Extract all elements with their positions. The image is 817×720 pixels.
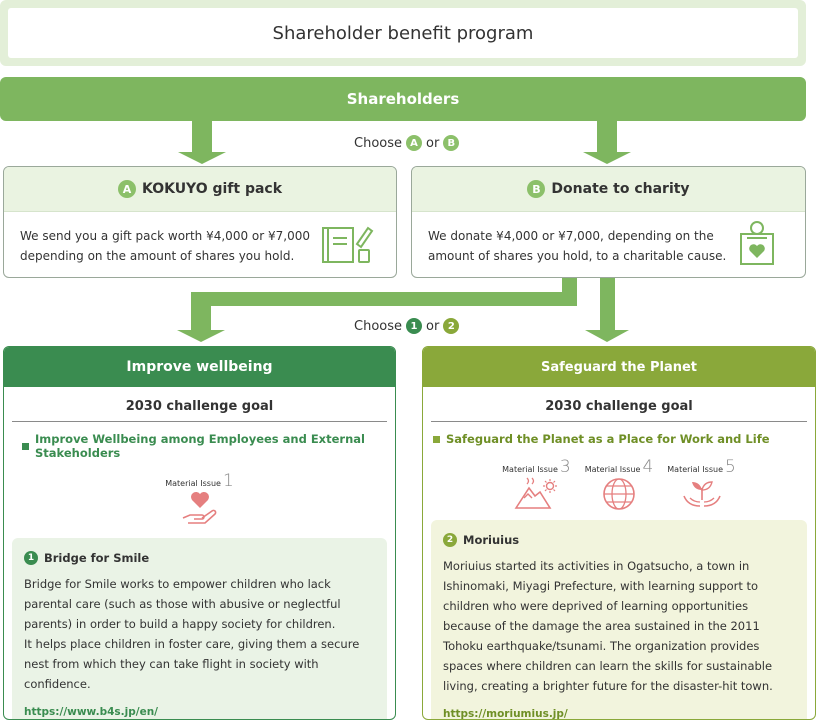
option-b-header: B Donate to charity — [412, 167, 805, 212]
wellbeing-issues: Material Issue 1 — [4, 471, 395, 528]
planet-panel: Safeguard the Planet 2030 challenge goal… — [422, 346, 816, 720]
bridge-for-smile-link[interactable]: https://www.b4s.jp/en/ — [24, 706, 159, 718]
choose-a-or-b: Choose A or B — [354, 135, 460, 151]
planet-header: Safeguard the Planet — [423, 347, 815, 387]
org-badge-2: 2 — [443, 533, 457, 547]
or-label-2: or — [426, 318, 440, 334]
option-a-text: We send you a gift pack worth ¥4,000 or … — [20, 229, 310, 263]
or-label: or — [426, 135, 440, 151]
option-b-box: B Donate to charity We donate ¥4,000 or … — [411, 166, 806, 278]
badge-1: 1 — [406, 318, 422, 334]
arrow-to-wellbeing — [177, 278, 577, 342]
choose-label-2: Choose — [354, 318, 402, 334]
arrows-to-options — [178, 120, 631, 164]
badge-b: B — [443, 135, 460, 151]
material-issue-1: Material Issue 1 — [165, 471, 234, 528]
option-a-badge: A — [117, 180, 136, 198]
material-issue-5: Material Issue 5 — [667, 457, 736, 512]
arrow-to-b — [583, 120, 631, 164]
moriuius-card: 2 Moriuius Moriuius started its activiti… — [431, 520, 807, 720]
material-issue-number: 4 — [642, 457, 654, 477]
org-description-2: It helps place children in foster care, … — [24, 637, 360, 691]
arrow-to-a — [178, 120, 226, 164]
org-name-bridge-for-smile: Bridge for Smile — [44, 551, 150, 565]
badge-2: 2 — [443, 318, 460, 334]
choose-1-or-2: Choose 1 or 2 — [354, 318, 460, 334]
sprout-hands-icon — [682, 481, 721, 507]
shareholders-bar: Shareholders — [0, 77, 806, 121]
option-b-badge: B — [527, 180, 546, 198]
wellbeing-header: Improve wellbeing — [4, 347, 395, 387]
material-issue-number: 1 — [222, 471, 234, 491]
org-description: Bridge for Smile works to empower childr… — [24, 577, 341, 631]
material-issue-label: Material Issue — [165, 479, 221, 488]
option-b-text: We donate ¥4,000 or ¥7,000, depending on… — [428, 229, 727, 263]
material-issue-3: Material Issue 3 — [502, 457, 571, 512]
planet-subgoal-text: Safeguard the Planet as a Place for Work… — [446, 432, 770, 446]
notebook-pen-icon — [322, 226, 374, 263]
option-a-box: A KOKUYO gift pack We send you a gift pa… — [3, 166, 397, 278]
arrows-to-categories — [177, 278, 629, 342]
arrow-to-planet — [585, 278, 629, 342]
badge-a: A — [406, 135, 422, 151]
planet-issues: Material Issue 3 Material Issue 4 — [423, 457, 815, 512]
material-issue-label: Material Issue — [667, 465, 724, 474]
mountain-sun-icon — [514, 477, 558, 509]
org-description: Moriuius started its activities in Ogats… — [443, 559, 773, 693]
planet-goal: 2030 challenge goal — [431, 387, 807, 422]
heart-hand-icon — [182, 492, 216, 524]
bridge-for-smile-card: 1 Bridge for Smile Bridge for Smile work… — [12, 538, 387, 719]
square-bullet-icon — [433, 435, 440, 443]
material-issue-label: Material Issue — [502, 465, 558, 474]
option-a-header: A KOKUYO gift pack — [4, 167, 396, 212]
wellbeing-subgoal: Improve Wellbeing among Employees and Ex… — [4, 422, 395, 460]
moriuius-link[interactable]: https://moriumius.jp/ — [443, 708, 568, 720]
material-issue-4: Material Issue 4 — [584, 457, 654, 512]
wellbeing-subgoal-text: Improve Wellbeing among Employees and Ex… — [35, 432, 365, 460]
material-issue-label: Material Issue — [584, 465, 641, 474]
org-badge-1: 1 — [24, 551, 38, 565]
org-name-moriuius: Moriuius — [463, 533, 520, 547]
wellbeing-panel: Improve wellbeing 2030 challenge goal Im… — [3, 346, 396, 720]
option-b-title: Donate to charity — [551, 181, 690, 197]
globe-icon — [603, 478, 635, 510]
material-issue-number: 5 — [725, 457, 736, 477]
square-bullet-icon — [22, 442, 29, 450]
material-issue-number: 3 — [559, 457, 571, 477]
choose-label: Choose — [354, 135, 402, 151]
wellbeing-goal: 2030 challenge goal — [12, 387, 387, 422]
donation-box-icon — [740, 221, 774, 265]
page-title: Shareholder benefit program — [8, 8, 798, 58]
planet-subgoal: Safeguard the Planet as a Place for Work… — [423, 422, 815, 446]
option-a-title: KOKUYO gift pack — [141, 181, 283, 197]
